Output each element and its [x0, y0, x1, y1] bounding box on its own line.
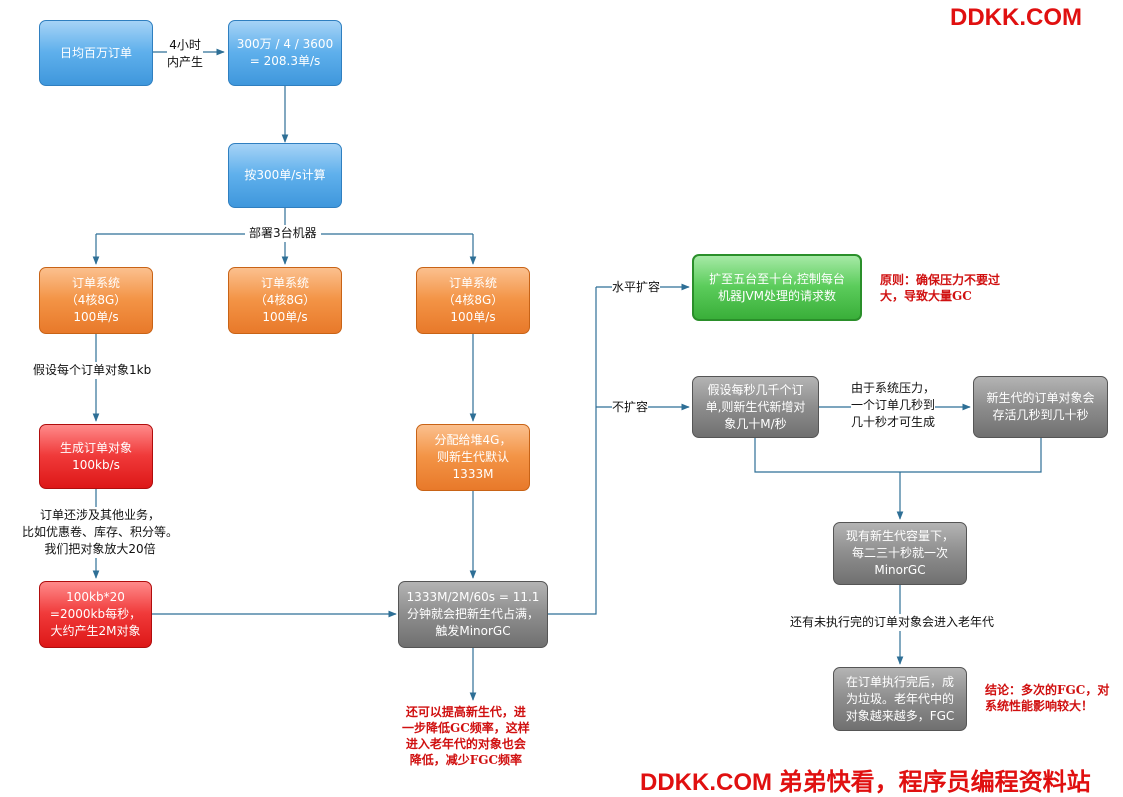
node-order-system-3: 订单系统 （4核8G） 100单/s: [416, 267, 530, 334]
label-amplify-note: 订单还涉及其他业务， 比如优惠卷、库存、积分等。 我们把对象放大20倍: [22, 507, 179, 558]
node-order-system-1: 订单系统 （4核8G） 100单/s: [39, 267, 153, 334]
label-no-expand: 不扩容: [612, 399, 649, 416]
watermark-top: DDKK.COM: [950, 4, 1082, 31]
line-gc-branch: [548, 287, 597, 615]
node-daily-orders: 日均百万订单: [39, 20, 153, 86]
label-assume-1kb: 假设每个订单对象1kb: [33, 362, 152, 379]
node-minor-gc-frequency: 现有新生代容量下， 每二三十秒就一次 MinorGC: [833, 522, 967, 585]
node-old-generation: 在订单执行完后，成 为垃圾。老年代中的 对象越来越多，FGC: [833, 667, 967, 731]
node-amplified-objects: 100kb*20 =2000kb每秒， 大约产生2M对象: [39, 581, 152, 648]
note-increase-young-gen: 还可以提高新生代，进 一步降低GC频率，这样 进入老年代的对象也会 降低，减少F…: [402, 705, 530, 767]
label-deploy-3: 部署3台机器: [245, 225, 321, 242]
node-per-second: 300万 / 4 / 3600 = 208.3单/s: [228, 20, 342, 86]
label-pressure: 由于系统压力， 一个订单几秒到 几十秒才可生成: [851, 380, 936, 431]
node-calc-300: 按300单/s计算: [228, 143, 342, 208]
label-horizontal-scale: 水平扩容: [612, 279, 661, 296]
line-merge: [754, 438, 1042, 473]
note-conclusion: 结论：多次的FGC，对 系统性能影响较大！: [985, 683, 1110, 713]
node-minor-gc-calculation: 1333M/2M/60s = 11.1 分钟就会把新生代占满， 触发MinorG…: [398, 581, 548, 648]
watermark-bottom: DDKK.COM 弟弟快看，程序员编程资料站: [640, 769, 1091, 796]
node-no-scale: 假设每秒几千个订 单,则新生代新增对 象几十M/秒: [692, 376, 819, 438]
note-principle: 原则：确保压力不要过 大，导致大量GC: [880, 273, 1001, 303]
label-remaining-to-old: 还有未执行完的订单对象会进入老年代: [788, 614, 997, 631]
label-in-4-hours: 4小时 内产生: [167, 37, 204, 71]
node-order-system-2: 订单系统 （4核8G） 100单/s: [228, 267, 342, 334]
node-heap-allocation: 分配给堆4G， 则新生代默认 1333M: [416, 424, 530, 491]
node-generate-objects: 生成订单对象 100kb/s: [39, 424, 153, 489]
node-survive-time: 新生代的订单对象会 存活几秒到几十秒: [973, 376, 1108, 438]
node-scale-out: 扩至五台至十台,控制每台 机器JVM处理的请求数: [692, 254, 862, 321]
